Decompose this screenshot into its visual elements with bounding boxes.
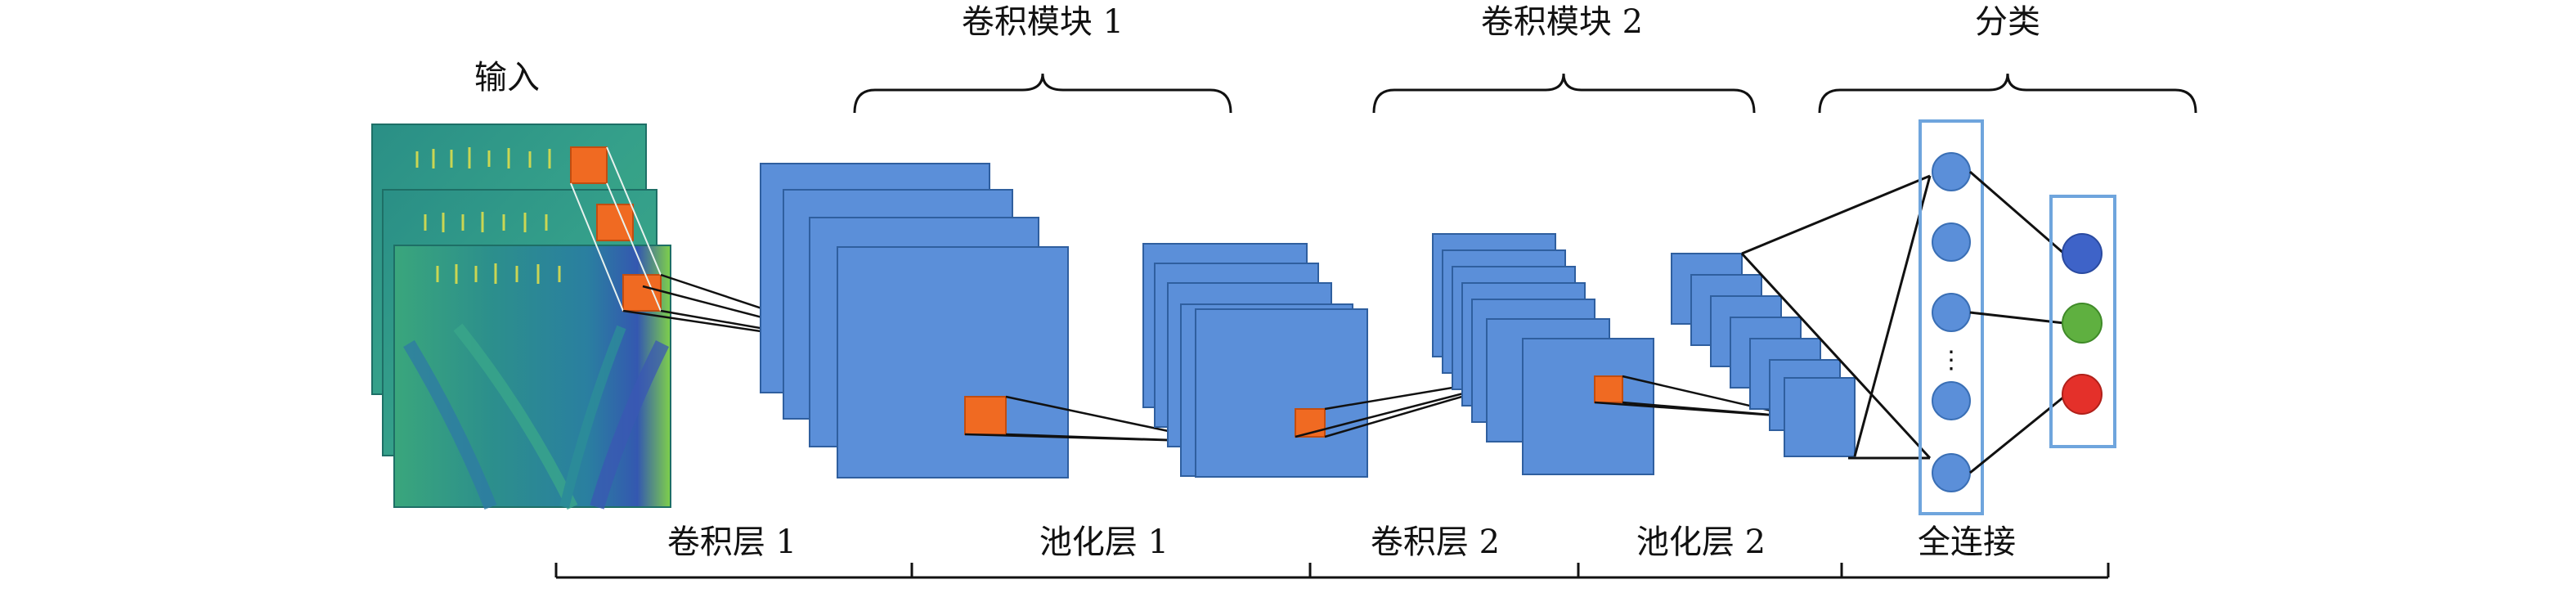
conv1-kernel (964, 396, 1007, 435)
conv-layer-1-label: 卷积层 1 (667, 523, 797, 561)
conv-module-1-label: 卷积模块 1 (962, 3, 1124, 41)
conv1-map (837, 246, 1069, 478)
pool-layer-2-label: 池化层 2 (1636, 523, 1766, 561)
bottom-layer-ruler (554, 563, 2110, 579)
input-kernel-1 (570, 146, 608, 184)
fc-neuron (1932, 293, 1971, 332)
pool1-map (1195, 308, 1368, 478)
pool2-map (1784, 377, 1856, 457)
input-kernel-2 (596, 204, 634, 241)
fc-layer-border (1919, 119, 1984, 515)
output-neuron-red (2062, 374, 2103, 415)
input-label: 输入 (474, 59, 540, 97)
output-neuron-blue (2062, 233, 2103, 274)
input-kernel-3 (622, 274, 662, 312)
output-layer (2049, 195, 2116, 448)
brace-conv-module-1 (853, 73, 1232, 114)
connections-pool2-to-fc (1740, 174, 1932, 460)
fc-layer: ⋮ (1919, 119, 1984, 515)
output-layer-border (2049, 195, 2116, 448)
output-neuron-green (2062, 303, 2103, 344)
connections-fc-to-output (1969, 170, 2065, 474)
pool-layer-1-label: 池化层 1 (1039, 523, 1169, 561)
fc-ellipsis: ⋮ (1939, 346, 1963, 375)
conv1-feature-maps (760, 163, 1069, 478)
fc-neuron (1932, 152, 1971, 191)
conv2-feature-maps (1432, 233, 1654, 475)
pool1-feature-maps (1142, 243, 1368, 478)
pool2-feature-maps (1671, 253, 1856, 457)
conv2-map (1522, 338, 1654, 475)
input-spectrogram-stack (371, 124, 671, 510)
classification-label: 分类 (1975, 3, 2040, 41)
conv-layer-2-label: 卷积层 2 (1371, 523, 1500, 561)
conv2-kernel (1594, 375, 1623, 403)
fc-neuron (1932, 222, 1971, 262)
brace-conv-module-2 (1372, 73, 1756, 114)
brace-classification (1818, 73, 2197, 114)
spectral-streaks (415, 147, 561, 284)
fully-connected-label: 全连接 (1918, 523, 2016, 561)
fc-neuron (1932, 453, 1971, 492)
conv-module-2-label: 卷积模块 2 (1481, 3, 1643, 41)
fc-neuron (1932, 381, 1971, 420)
wave-bands (403, 323, 670, 510)
